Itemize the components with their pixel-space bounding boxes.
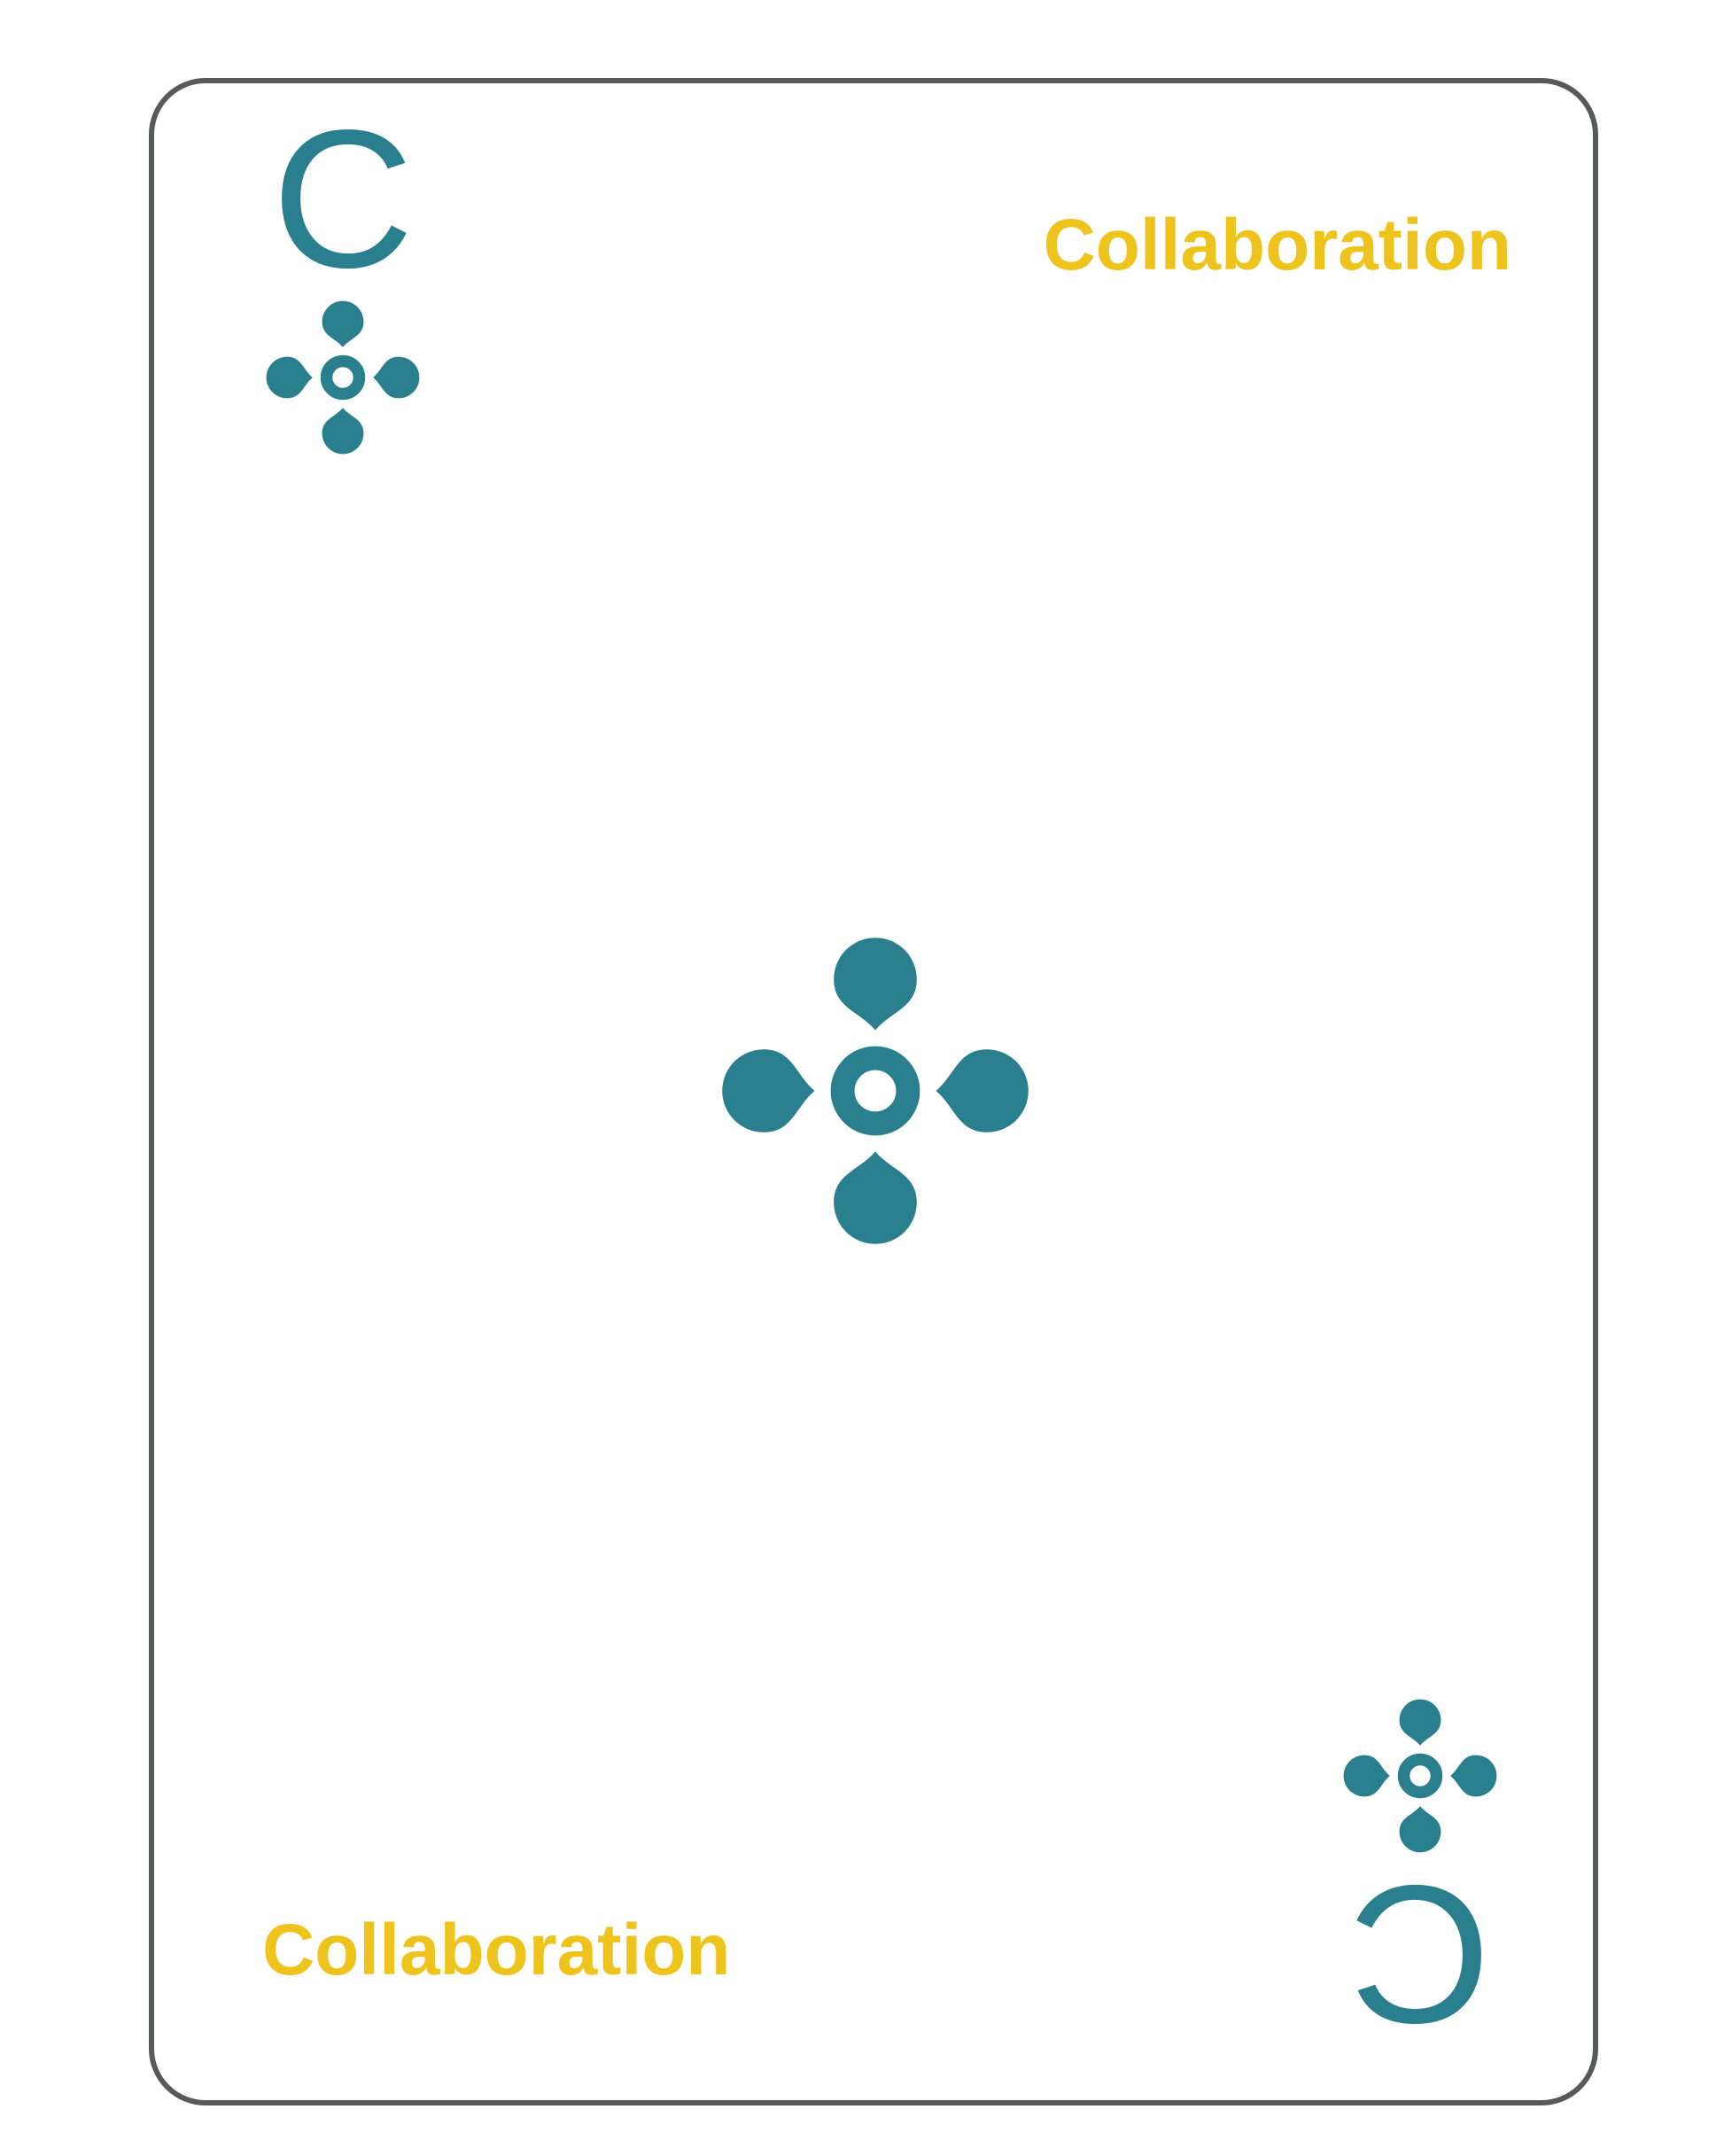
playing-card[interactable]: C Collaboration Collaboration C <box>149 78 1598 2105</box>
collaboration-flower-icon-center <box>716 931 1035 1250</box>
card-rank-top: C <box>271 90 415 309</box>
collaboration-flower-icon <box>1340 1696 1500 1856</box>
card-title-top: Collaboration <box>1043 205 1511 285</box>
card-rank-bottom: C <box>1348 1844 1492 2064</box>
corner-bottom-right: C <box>1336 1696 1504 2064</box>
card-title-bottom: Collaboration <box>262 1910 731 1990</box>
corner-top-left: C <box>259 101 427 457</box>
collaboration-flower-icon <box>263 298 423 457</box>
